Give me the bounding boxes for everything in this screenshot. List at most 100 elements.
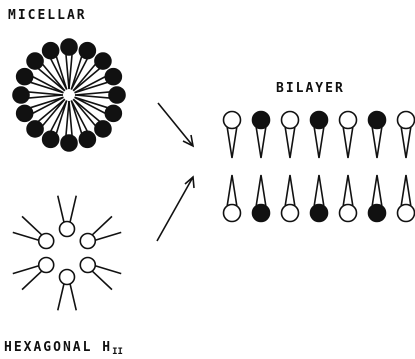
hexagonal-lipid-tail bbox=[92, 216, 112, 235]
bilayer-lipid-tail bbox=[285, 126, 295, 158]
micelle-lipid bbox=[27, 99, 65, 137]
bilayer-bottom-lipid bbox=[224, 175, 241, 222]
micelle-lipid-tail bbox=[66, 101, 69, 136]
bilayer-top-lipid bbox=[224, 112, 241, 159]
bilayer-top-lipid bbox=[282, 112, 299, 159]
arrow-hexagonal-to-bilayer bbox=[157, 177, 194, 241]
bilayer-lipid-tail bbox=[256, 126, 266, 158]
micelle-lipid-tail bbox=[75, 92, 110, 95]
bilayer-lipid-tail bbox=[314, 175, 324, 207]
hexagonal-lipid-tail bbox=[22, 216, 42, 235]
micelle-lipid-tail bbox=[75, 95, 110, 98]
micelle-lipid-head bbox=[61, 135, 77, 151]
micelle-lipid-tail bbox=[69, 54, 72, 89]
bilayer-lipid-tail bbox=[343, 175, 353, 207]
hexagonal-structure bbox=[13, 196, 121, 311]
micellar-label: MICELLAR bbox=[8, 8, 87, 23]
hexagonal-lipid bbox=[80, 216, 121, 248]
hexagonal-lipid-tail bbox=[92, 271, 112, 290]
bilayer-lipid-tail bbox=[343, 126, 353, 158]
hexagonal-lipid-head bbox=[39, 258, 54, 273]
micelle-lipid bbox=[27, 53, 65, 91]
hexagonal-lipid-tail bbox=[95, 266, 121, 274]
bilayer-lipid-head bbox=[311, 112, 328, 129]
hexagonal-label-main: HEXAGONAL H bbox=[4, 340, 112, 355]
micelle-lipid-head bbox=[61, 39, 77, 55]
bilayer-lipid-head bbox=[253, 112, 270, 129]
bilayer-lipid-head bbox=[253, 205, 270, 222]
hexagonal-lipid-tail bbox=[22, 271, 42, 290]
hexagonal-lipid-head bbox=[60, 270, 75, 285]
bilayer-lipid-head bbox=[340, 112, 357, 129]
arrow-micellar-to-bilayer bbox=[158, 103, 193, 146]
hexagonal-lipid-head bbox=[39, 234, 54, 249]
bilayer-lipid-head bbox=[282, 112, 299, 129]
hexagonal-lipid-tail bbox=[13, 266, 39, 274]
bilayer-lipid-tail bbox=[401, 126, 411, 158]
hexagonal-lipid bbox=[13, 258, 54, 290]
bilayer-lipid-head bbox=[282, 205, 299, 222]
bilayer-lipid-head bbox=[398, 205, 415, 222]
micelle-lipid-head bbox=[95, 121, 111, 137]
micelle-lipid-head bbox=[27, 121, 43, 137]
micelle-lipid-head bbox=[13, 87, 29, 103]
hexagonal-lipid-tail bbox=[70, 196, 76, 223]
bilayer-bottom-lipid bbox=[253, 175, 270, 222]
bilayer-top-lipid bbox=[253, 112, 270, 159]
bilayer-bottom-lipid bbox=[282, 175, 299, 222]
micelle-lipid-head bbox=[95, 53, 111, 69]
bilayer-label: BILAYER bbox=[276, 81, 345, 96]
hexagonal-lipid bbox=[58, 270, 76, 311]
bilayer-lipid-tail bbox=[256, 175, 266, 207]
bilayer-lipid-tail bbox=[401, 175, 411, 207]
hexagonal-lipid-tail bbox=[70, 283, 76, 310]
micelle-lipid-tail bbox=[69, 101, 72, 136]
bilayer-top-lipid bbox=[398, 112, 415, 159]
bilayer-lipid-tail bbox=[314, 126, 324, 158]
micelle-lipid-head bbox=[43, 43, 59, 59]
hexagonal-lipid-head bbox=[60, 222, 75, 237]
hexagonal-lipid-tail bbox=[95, 232, 121, 240]
bilayer-bottom-lipid bbox=[369, 175, 386, 222]
micelle-lipid-head bbox=[79, 43, 95, 59]
hexagonal-lipid-tail bbox=[13, 232, 39, 240]
micelle-lipid-head bbox=[17, 105, 33, 121]
micelle-lipid bbox=[73, 99, 111, 137]
micelle-lipid-head bbox=[43, 131, 59, 147]
hexagonal-lipid bbox=[13, 216, 54, 248]
bilayer-top-lipid bbox=[311, 112, 328, 159]
micellar-structure bbox=[13, 39, 125, 151]
bilayer-lipid-head bbox=[398, 112, 415, 129]
bilayer-lipid-head bbox=[224, 205, 241, 222]
bilayer-lipid-tail bbox=[227, 175, 237, 207]
micelle-lipid-tail bbox=[28, 95, 63, 98]
hexagonal-lipid-head bbox=[80, 258, 95, 273]
hexagonal-lipid-head bbox=[80, 234, 95, 249]
micelle-lipid-head bbox=[27, 53, 43, 69]
bilayer-top-lipid bbox=[340, 112, 357, 159]
hexagonal-label: HEXAGONAL HII bbox=[4, 340, 123, 357]
bilayer-bottom-lipid bbox=[340, 175, 357, 222]
bilayer-bottom-lipid bbox=[311, 175, 328, 222]
micelle-lipid-head bbox=[105, 105, 121, 121]
bilayer-lipid-tail bbox=[372, 175, 382, 207]
micelle-lipid-tail bbox=[66, 54, 69, 89]
bilayer-lipid-head bbox=[224, 112, 241, 129]
bilayer-top-lipid bbox=[369, 112, 386, 159]
bilayer-lipid-head bbox=[369, 112, 386, 129]
bilayer-lipid-tail bbox=[372, 126, 382, 158]
hexagonal-lipid bbox=[80, 258, 121, 290]
hexagonal-lipid bbox=[58, 196, 76, 237]
micelle-lipid-head bbox=[109, 87, 125, 103]
hexagonal-lipid-tail bbox=[58, 283, 64, 310]
bilayer-structure bbox=[224, 112, 415, 222]
micelle-lipid-tail bbox=[28, 92, 63, 95]
micelle-lipid-head bbox=[105, 69, 121, 85]
hexagonal-lipid-tail bbox=[58, 196, 64, 223]
micelle-lipid bbox=[73, 53, 111, 91]
micelle-lipid-head bbox=[79, 131, 95, 147]
bilayer-lipid-head bbox=[369, 205, 386, 222]
bilayer-lipid-head bbox=[311, 205, 328, 222]
micelle-lipid-head bbox=[17, 69, 33, 85]
bilayer-lipid-tail bbox=[285, 175, 295, 207]
